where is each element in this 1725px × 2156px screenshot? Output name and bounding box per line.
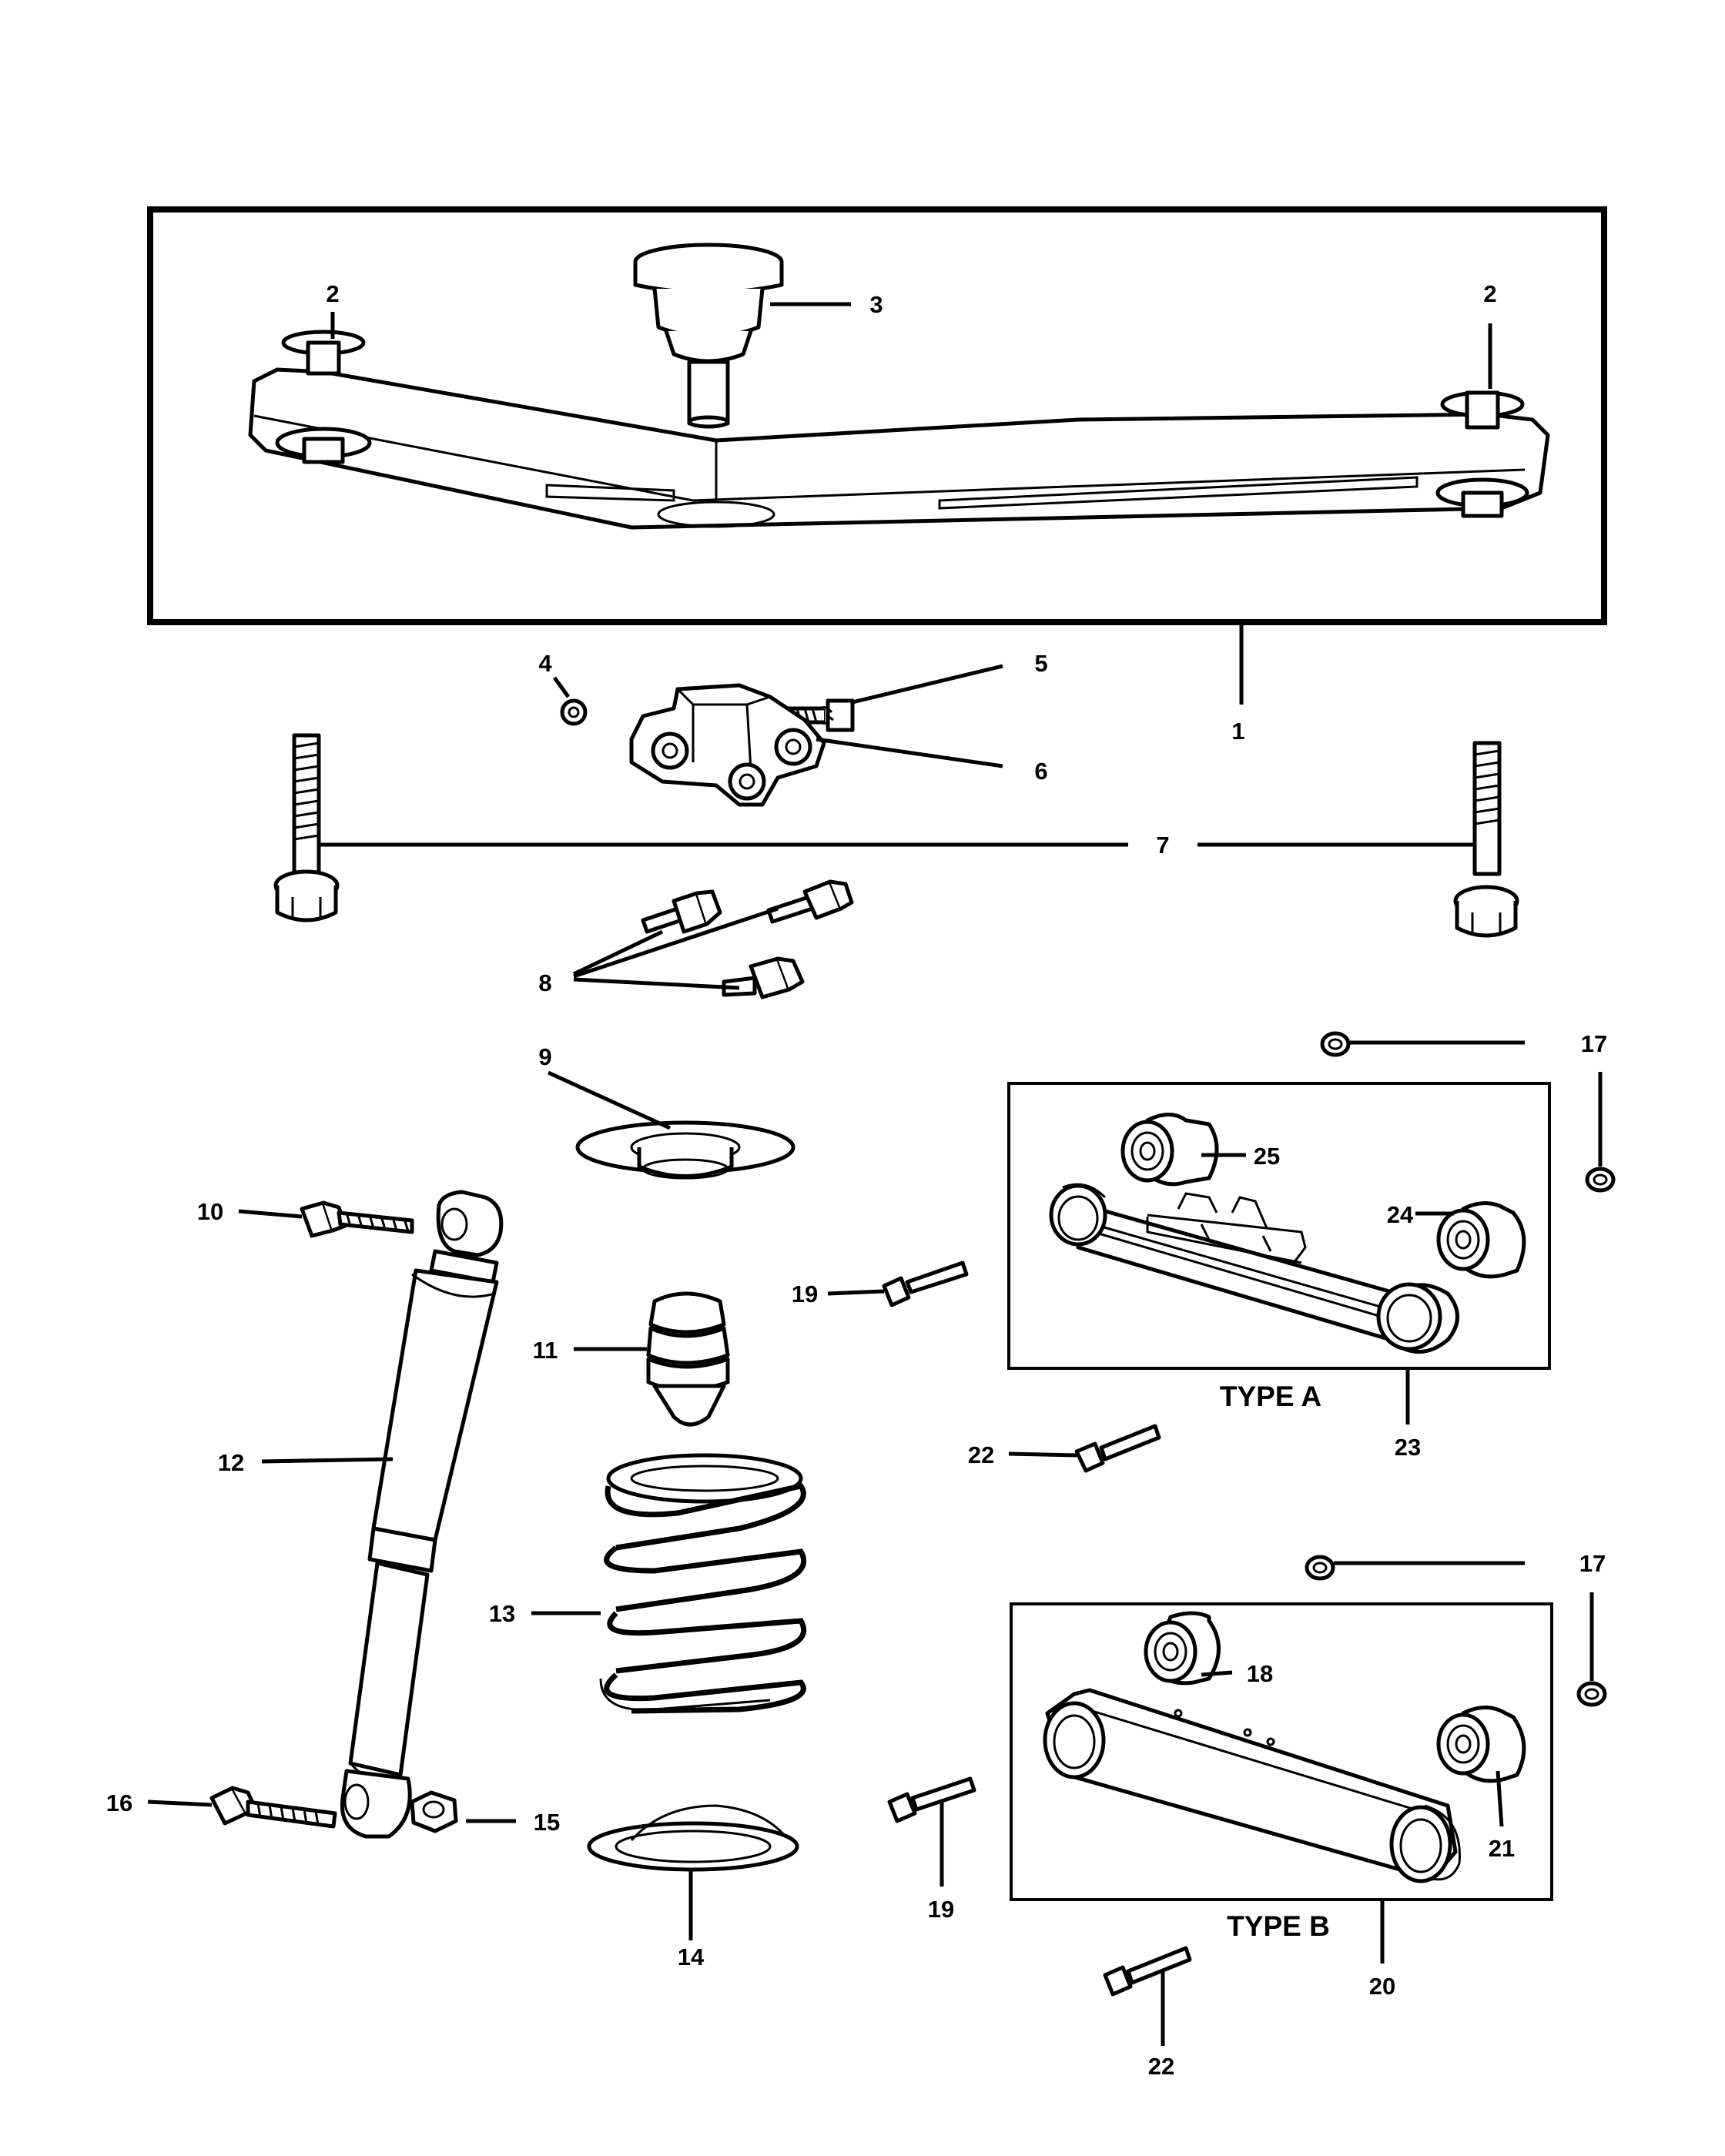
callout-23: 23 <box>1395 1434 1421 1461</box>
bolt-19-upper <box>882 1260 969 1307</box>
callout-19-lower: 19 <box>928 1896 954 1923</box>
callout-12: 12 <box>218 1449 244 1476</box>
bolt-16 <box>147 1786 337 1829</box>
callout-3: 3 <box>869 291 883 318</box>
bolt-10 <box>238 1200 414 1238</box>
callout-17-lower: 17 <box>1579 1550 1606 1577</box>
callout-9: 9 <box>538 1043 551 1070</box>
callout-6: 6 <box>1034 758 1047 785</box>
callout-5: 5 <box>1034 650 1047 677</box>
type-b-label: TYPE B <box>1227 1910 1330 1942</box>
callout-17-upper: 17 <box>1581 1030 1607 1057</box>
type-a-frame <box>1007 1082 1551 1370</box>
callout-8: 8 <box>538 969 551 996</box>
callout-2-right: 2 <box>1483 280 1496 307</box>
callout-14: 14 <box>678 1943 705 1970</box>
bolt-22-lower <box>1103 1946 1192 1997</box>
coil-spring-13 <box>531 1453 807 1714</box>
upper-arm-frame <box>147 206 1607 625</box>
type-a-box <box>1007 1082 1551 1424</box>
type-b-frame <box>1010 1602 1553 1901</box>
callout-13: 13 <box>489 1600 515 1627</box>
callout-21: 21 <box>1489 1835 1515 1862</box>
callout-15: 15 <box>534 1809 560 1836</box>
nut-15 <box>410 1790 516 1833</box>
bushing-24 <box>1436 1201 1526 1279</box>
bracket-group <box>552 664 1003 807</box>
bolt-19-lower <box>887 1776 976 1823</box>
spring-seat-9 <box>547 1070 796 1180</box>
hardware-top <box>827 1031 1616 1473</box>
long-bolts-7 <box>273 733 1519 938</box>
bolt-22-upper <box>1074 1424 1161 1473</box>
callout-11: 11 <box>533 1337 558 1364</box>
callout-20: 20 <box>1369 1973 1395 2000</box>
type-a-label: TYPE A <box>1220 1381 1321 1412</box>
shock-absorber-12 <box>261 1190 504 1839</box>
callout-7: 7 <box>1156 832 1169 859</box>
jounce-bumper-11 <box>574 1291 730 1427</box>
callout-24: 24 <box>1387 1201 1414 1228</box>
isolator-14 <box>587 1804 799 1940</box>
callout-labels: 1 2 2 3 4 5 6 7 8 9 10 11 12 13 14 15 16… <box>106 280 1607 2080</box>
callout-1: 1 <box>1231 718 1244 745</box>
callout-22-upper: 22 <box>968 1441 994 1468</box>
callout-18: 18 <box>1247 1660 1273 1687</box>
control-arm-body <box>248 367 1550 530</box>
upper-control-arm-group <box>147 206 1607 705</box>
callout-19-upper: 19 <box>792 1281 818 1307</box>
nut-17-lower-a <box>1305 1555 1335 1581</box>
bolts-8 <box>572 879 854 999</box>
nut-17-lower-b <box>1576 1681 1607 1707</box>
ball-joint <box>633 243 784 429</box>
callout-16: 16 <box>106 1789 132 1816</box>
bushing-21 <box>1436 1706 1526 1783</box>
nut-4 <box>560 698 588 726</box>
bushing-18 <box>1144 1611 1221 1686</box>
callout-25: 25 <box>1254 1143 1280 1170</box>
bracket-6 <box>629 683 826 807</box>
bushing-25 <box>1120 1113 1219 1187</box>
hardware-bottom <box>887 1555 1607 2046</box>
nut-17-upper-b <box>1585 1167 1616 1193</box>
callout-22-lower: 22 <box>1148 2053 1174 2080</box>
type-b-box <box>1010 1602 1553 1964</box>
callout-10: 10 <box>197 1198 223 1225</box>
callout-2-left: 2 <box>326 280 339 307</box>
callout-4: 4 <box>538 650 552 677</box>
nut-17-upper-a <box>1320 1031 1351 1057</box>
